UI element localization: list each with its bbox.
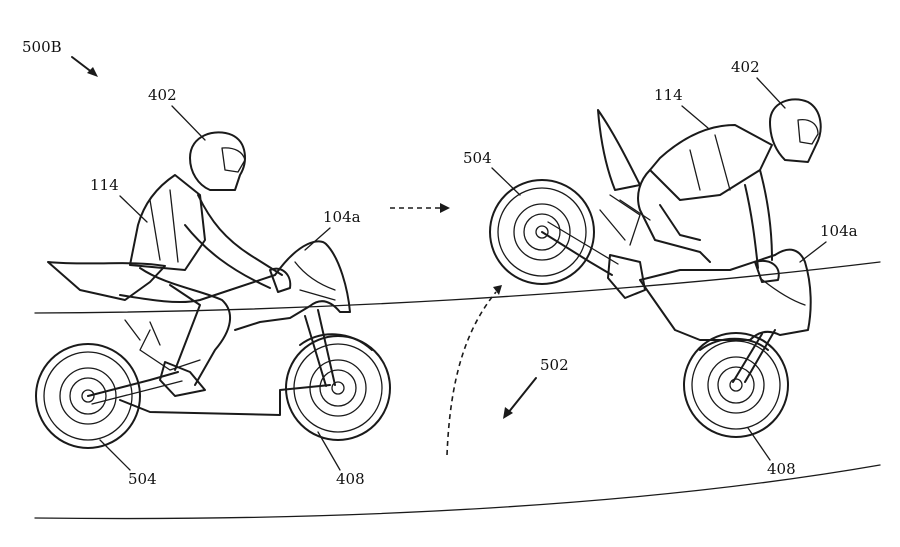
label-front-wheel-left: 408 xyxy=(336,470,365,488)
label-handlebar-left: 104a xyxy=(323,208,361,226)
left-helmet xyxy=(190,132,245,190)
left-motorcycle xyxy=(36,241,390,448)
transition-arrowhead-horizontal xyxy=(440,203,450,213)
label-handlebar-right: 104a xyxy=(820,222,858,240)
right-motorcycle xyxy=(490,110,811,437)
right-rider xyxy=(608,99,821,298)
label-surface: 502 xyxy=(540,356,569,374)
figure-label: 500B xyxy=(22,38,62,56)
right-helmet xyxy=(770,99,821,162)
surface-arrow xyxy=(508,378,536,413)
label-rider-left: 114 xyxy=(90,176,119,194)
label-helmet-right: 402 xyxy=(731,58,760,76)
label-front-wheel-right: 408 xyxy=(767,460,796,478)
road-lower-curve xyxy=(35,465,880,519)
label-rider-right: 114 xyxy=(654,86,683,104)
label-helmet-left: 402 xyxy=(148,86,177,104)
label-rear-wheel-left: 504 xyxy=(128,470,157,488)
transition-arrow-curved xyxy=(447,292,496,455)
label-rear-wheel-right: 504 xyxy=(463,149,492,167)
right-front-wheel xyxy=(684,333,788,437)
